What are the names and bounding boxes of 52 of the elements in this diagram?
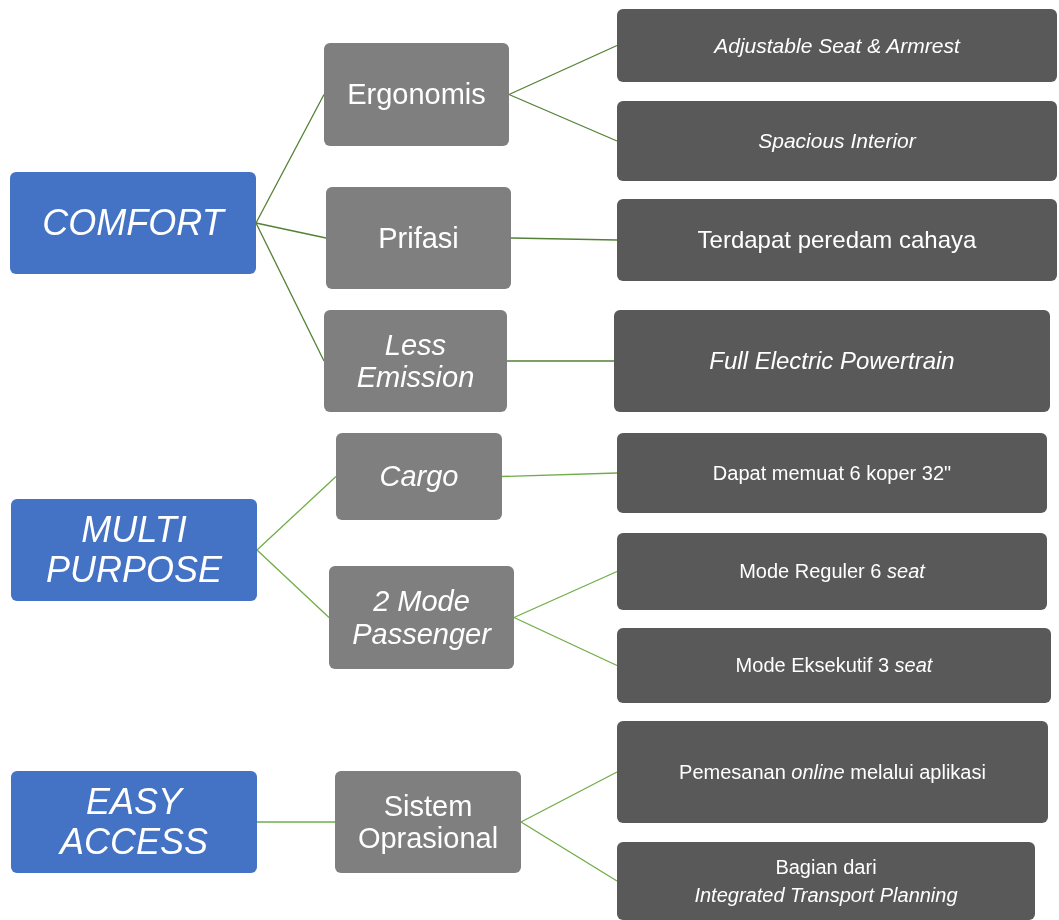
category-box <box>11 499 257 601</box>
connector-line <box>255 93 325 224</box>
connector-line <box>513 570 618 619</box>
detail-box <box>617 199 1057 281</box>
feature-box <box>324 43 509 146</box>
box-text: Dapat memuat 6 koper 32" <box>712 461 952 485</box>
detail-box <box>614 310 1050 412</box>
connector-line <box>508 44 618 96</box>
box-text: Prifasi <box>378 221 459 255</box>
detail-box <box>617 101 1057 181</box>
feature-box <box>336 433 502 520</box>
connector-line <box>255 222 325 362</box>
detail-box <box>617 533 1047 610</box>
detail-box <box>617 842 1035 920</box>
category-box <box>10 172 256 274</box>
connector-line <box>256 549 330 619</box>
box-text: Mode Reguler 6 seat <box>739 560 925 583</box>
box-text: Terdapat peredam cahaya <box>697 226 977 254</box>
feature-box <box>326 187 511 289</box>
box-text: MULTI PURPOSE <box>44 509 224 591</box>
detail-box <box>617 433 1047 513</box>
box-text: Bagian dari <box>775 855 877 878</box>
box-text: Cargo <box>379 460 459 493</box>
connector-line <box>520 821 618 882</box>
connector-line <box>256 821 336 823</box>
box-text: Pemesanan online melalui aplikasi <box>679 760 986 784</box>
feature-box <box>324 310 507 412</box>
feature-box <box>329 566 514 669</box>
connector-line <box>520 771 618 823</box>
box-text: Mode Eksekutif 3 seat <box>735 654 933 677</box>
box-text: Adjustable Seat & Armrest <box>714 33 960 58</box>
connector-line <box>506 360 615 362</box>
box-text: Full Electric Powertrain <box>709 347 955 375</box>
connector-line <box>513 616 618 667</box>
detail-box <box>617 721 1048 823</box>
connector-line <box>510 237 618 241</box>
box-text: Integrated Transport Planning <box>694 884 958 907</box>
feature-box <box>335 771 521 873</box>
connector-line <box>501 472 618 478</box>
box-text: EASY ACCESS <box>57 781 209 863</box>
box-text: COMFORT <box>42 202 224 244</box>
box-text: Ergonomis <box>347 78 486 111</box>
box-text: Sistem Oprasional <box>356 789 500 855</box>
connector-line <box>255 222 327 239</box>
box-text: Spacious Interior <box>758 129 916 153</box>
box-text: Less Emission <box>355 328 476 394</box>
connector-line <box>256 475 337 551</box>
detail-box <box>617 9 1057 82</box>
connector-line <box>508 93 618 142</box>
category-box <box>11 771 257 873</box>
box-text: 2 Mode Passenger <box>351 585 493 650</box>
detail-box <box>617 628 1051 703</box>
